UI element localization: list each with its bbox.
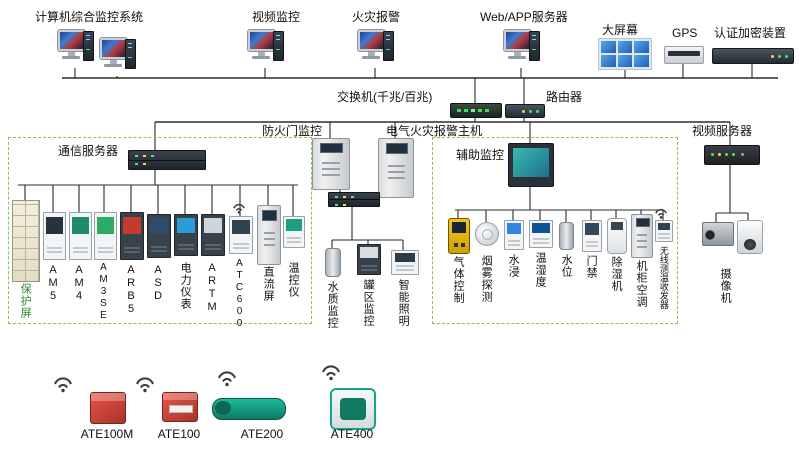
wifi-icon bbox=[218, 371, 236, 387]
ate100-device-icon bbox=[162, 392, 198, 422]
power-meter-icon bbox=[174, 214, 198, 256]
label-ate100m: ATE100M bbox=[80, 427, 134, 441]
left-group-box bbox=[8, 137, 312, 324]
label-video-monitor: 视频监控 bbox=[252, 10, 301, 24]
label-fire-door-monitor: 防火门监控 bbox=[262, 124, 323, 138]
arb5-device-icon bbox=[120, 212, 144, 260]
ate200-device-icon bbox=[212, 398, 286, 420]
label-power-meter: 电力仪表 bbox=[179, 262, 192, 310]
label-am4: AM4 bbox=[73, 264, 86, 303]
label-temp-controller: 温控仪 bbox=[287, 262, 300, 298]
gas-detector-icon bbox=[448, 218, 470, 254]
big-screen-icon bbox=[598, 38, 652, 70]
label-switch: 交换机(千兆/百兆) bbox=[337, 90, 433, 104]
water-level-sensor-icon bbox=[559, 222, 574, 250]
comm-server-icon bbox=[128, 150, 206, 170]
wifi-icon bbox=[54, 377, 72, 393]
dc-screen-icon bbox=[257, 205, 281, 265]
label-tank-monitor: 罐区监控 bbox=[362, 279, 375, 327]
wifi-icon bbox=[655, 208, 667, 219]
label-artm: ARTM bbox=[206, 262, 219, 314]
temp-humidity-sensor-icon bbox=[529, 220, 553, 248]
label-ate400: ATE400 bbox=[330, 427, 374, 441]
smart-lighting-module-icon bbox=[391, 250, 419, 275]
label-am3se: AM3SE bbox=[98, 262, 109, 322]
label-big-screen: 大屏幕 bbox=[602, 23, 639, 37]
atc600-device-icon bbox=[229, 216, 253, 254]
gateway-rack-icon bbox=[328, 192, 380, 207]
label-web-app-server: Web/APP服务器 bbox=[480, 10, 568, 24]
electric-fire-host-icon bbox=[378, 138, 414, 198]
label-computer-monitor-system: 计算机综合监控系统 bbox=[35, 10, 144, 24]
workstation-icon bbox=[100, 38, 136, 76]
crypto-device-icon bbox=[712, 48, 794, 64]
router-icon bbox=[505, 104, 545, 118]
am4-device-icon bbox=[69, 212, 92, 260]
label-camera: 摄像机 bbox=[719, 268, 732, 304]
label-am5: AM5 bbox=[47, 264, 60, 303]
switch-icon bbox=[450, 103, 502, 118]
box-camera-icon bbox=[702, 222, 734, 246]
right-group-box bbox=[432, 137, 678, 324]
label-door-access: 门禁 bbox=[585, 255, 598, 279]
am3se-device-icon bbox=[94, 212, 117, 260]
label-protection-screen: 保护屏 bbox=[19, 283, 32, 319]
smoke-detector-icon bbox=[475, 222, 499, 246]
wifi-icon bbox=[322, 365, 340, 381]
label-aux-monitor: 辅助监控 bbox=[456, 148, 505, 162]
fire-door-controller-icon bbox=[312, 138, 350, 190]
water-leak-sensor-icon bbox=[504, 220, 524, 250]
label-asd: ASD bbox=[152, 264, 165, 303]
label-electric-fire-host: 电气火灾报警主机 bbox=[386, 124, 483, 138]
asd-device-icon bbox=[147, 214, 171, 258]
dehumidifier-icon bbox=[607, 218, 627, 254]
label-ate100: ATE100 bbox=[157, 427, 201, 441]
label-crypto-device: 认证加密装置 bbox=[714, 26, 787, 40]
gps-device-icon bbox=[664, 46, 704, 64]
cabinet-ac-icon bbox=[631, 214, 653, 258]
wireless-temp-transceiver-icon bbox=[655, 220, 673, 242]
label-water-leak: 水浸 bbox=[507, 254, 520, 278]
water-quality-sensor-icon bbox=[325, 248, 341, 277]
label-water-quality: 水质监控 bbox=[326, 281, 339, 329]
label-wireless-temp-transceiver: 无线测温收发器 bbox=[658, 246, 669, 309]
video-monitor-workstation-icon bbox=[248, 30, 284, 68]
label-atc600: ATC600 bbox=[234, 258, 245, 330]
web-app-server-icon bbox=[504, 30, 540, 68]
temp-controller-icon bbox=[283, 216, 305, 248]
ate100m-device-icon bbox=[90, 392, 126, 424]
video-server-icon bbox=[704, 145, 760, 165]
label-router: 路由器 bbox=[546, 90, 583, 104]
aux-monitor-panel-icon bbox=[508, 143, 554, 187]
wifi-icon bbox=[233, 203, 245, 214]
wifi-icon bbox=[136, 377, 154, 393]
label-dc-screen: 直流屏 bbox=[262, 266, 275, 302]
label-water-level: 水位 bbox=[560, 254, 573, 278]
label-temp-humidity: 温湿度 bbox=[534, 252, 547, 288]
label-ate200: ATE200 bbox=[240, 427, 284, 441]
artm-device-icon bbox=[201, 214, 225, 256]
label-cabinet-ac: 机柜空调 bbox=[635, 260, 648, 308]
label-gas-control: 气体控制 bbox=[452, 256, 465, 304]
workstation-icon bbox=[58, 30, 94, 68]
access-control-icon bbox=[582, 220, 602, 252]
am5-device-icon bbox=[43, 212, 66, 260]
ptz-camera-icon bbox=[737, 220, 763, 254]
protection-screen-icon bbox=[12, 200, 40, 282]
label-smart-lighting: 智能照明 bbox=[397, 279, 410, 327]
label-comm-server: 通信服务器 bbox=[58, 144, 119, 158]
label-smoke-detect: 烟雾探测 bbox=[480, 255, 493, 303]
label-arb5: ARB5 bbox=[125, 264, 138, 316]
label-fire-alarm: 火灾报警 bbox=[352, 10, 401, 24]
label-dehumidifier: 除湿机 bbox=[610, 256, 623, 292]
fire-alarm-workstation-icon bbox=[358, 30, 394, 68]
label-gps: GPS bbox=[672, 26, 698, 40]
label-video-server: 视频服务器 bbox=[692, 124, 753, 138]
tank-monitor-transmitter-icon bbox=[357, 244, 381, 275]
ate400-device-icon bbox=[330, 388, 376, 430]
